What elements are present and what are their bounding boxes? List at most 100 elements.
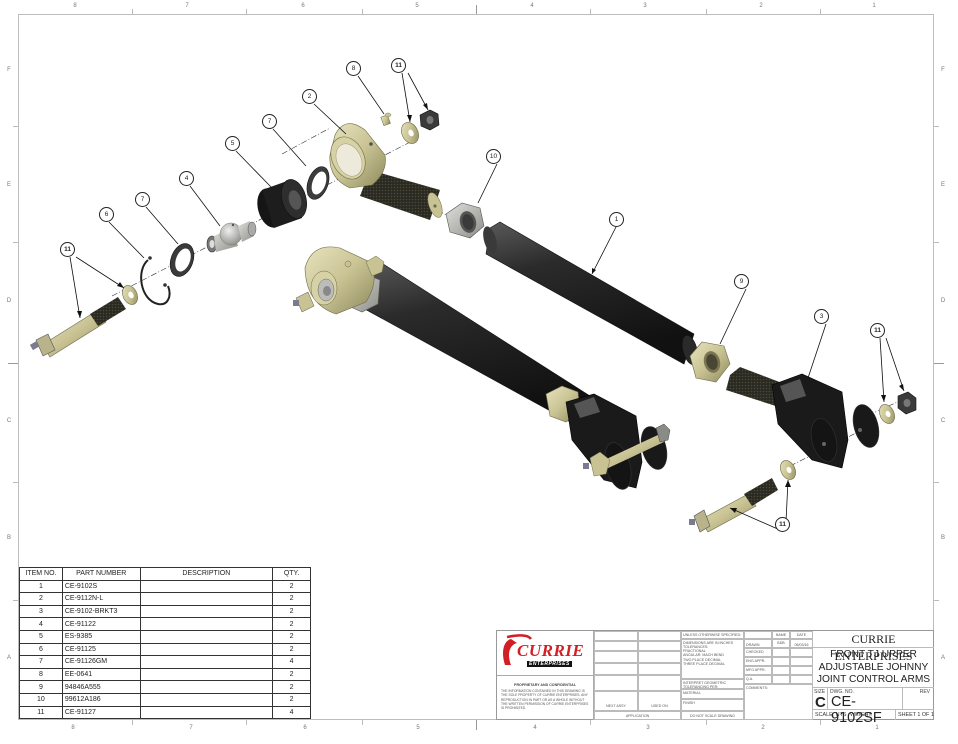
callout-bubble: 1	[609, 212, 624, 227]
size-field: SIZE C	[813, 688, 828, 711]
assembled-control-arm	[293, 246, 671, 490]
mfg-appr-label: MFG APPR.	[744, 666, 772, 675]
weight-label: WEIGHT:	[850, 712, 873, 718]
callout-bubble: 3	[814, 309, 829, 324]
zone-label-right: B	[940, 535, 945, 541]
date-header: DATE	[790, 631, 813, 639]
drawing-title: FRONT TJ UPPER ADJUSTABLE JOHNNY JOINT C…	[813, 648, 934, 688]
item-no: 6	[19, 642, 63, 657]
callout-bubble: 11	[391, 58, 406, 73]
qty: 2	[272, 680, 311, 694]
zone-label-right: C	[940, 418, 946, 424]
item-no: 2	[19, 592, 63, 606]
item-no: 5	[19, 629, 63, 644]
zone-label-left: A	[6, 655, 11, 661]
washer-left	[122, 285, 138, 305]
used-on-label: USED ON	[638, 691, 681, 711]
interpret-geometric-label: INTERPRET GEOMETRIC TOLERANCING PER:	[681, 679, 744, 689]
item-no: 8	[19, 667, 63, 682]
qty: 2	[272, 629, 311, 644]
callout-bubble: 7	[262, 114, 277, 129]
zone-label-right: F	[941, 67, 945, 73]
qty: 2	[272, 642, 311, 657]
scale-weight-sheet-row: SCALE: NTS WEIGHT: SHEET 1 OF 1	[813, 710, 934, 720]
description	[139, 705, 274, 720]
callout-bubble: 9	[734, 274, 749, 289]
ball-joint	[206, 221, 257, 253]
zone-label-bottom: 1	[875, 725, 879, 731]
qty: 2	[272, 592, 311, 606]
qa-label: Q.A.	[744, 675, 772, 684]
zone-label-right: A	[940, 655, 945, 661]
tolerances-block: DIMENSIONS ARE IN INCHES TOLERANCES: FRA…	[681, 639, 744, 679]
zone-label-bottom: 7	[189, 725, 193, 731]
callout-bubble: 2	[302, 89, 317, 104]
application-label: APPLICATION	[594, 711, 681, 720]
drawn-label: DRAWN	[744, 639, 772, 648]
item-no: 11	[19, 705, 63, 720]
description	[139, 667, 274, 682]
qty: 2	[272, 579, 311, 594]
part-number: ES-9385	[61, 629, 141, 644]
sheet-label: SHEET 1 OF 1	[895, 710, 934, 720]
zone-label-top: 3	[643, 3, 647, 9]
zone-label-top: 6	[301, 3, 305, 9]
zone-label-left: F	[7, 67, 11, 73]
item-no: 1	[19, 579, 63, 594]
zone-label-bottom: 5	[416, 725, 420, 731]
bom-header-row: ITEM NO. PART NUMBER DESCRIPTION QTY.	[19, 567, 311, 581]
callout-bubble: 11	[775, 517, 790, 532]
company-name: CURRIE ENTERPRISES	[813, 631, 934, 663]
part-number: CE-9102S	[61, 579, 141, 594]
part-number: CE-91122	[61, 617, 141, 631]
drawn-by: BDB	[772, 639, 790, 648]
callout-bubble: 8	[346, 61, 361, 76]
jam-nut-10	[445, 202, 485, 239]
part-number: EE-0641	[61, 667, 141, 682]
clevis-bracket-exploded	[726, 367, 880, 469]
item-no: 7	[19, 655, 63, 669]
header-qty: QTY.	[272, 567, 311, 581]
material-label: MATERIAL	[681, 689, 744, 699]
callout-bubble: 11	[870, 323, 885, 338]
qty: 2	[272, 692, 311, 707]
description	[139, 642, 274, 657]
zone-label-bottom: 2	[761, 725, 765, 731]
part-number: CE-91126GM	[61, 655, 141, 669]
rod-end-exploded	[329, 123, 443, 220]
part-number: CE-91127	[61, 705, 141, 720]
description	[139, 579, 274, 594]
zone-label-bottom: 6	[303, 725, 307, 731]
description	[139, 680, 274, 694]
finish-label: FINISH	[681, 699, 744, 711]
drawing-border	[18, 14, 934, 720]
header-item-no: ITEM NO.	[19, 567, 63, 581]
description	[139, 655, 274, 669]
logo-subtext: ENTERPRISES	[527, 661, 572, 667]
bolt-left	[29, 297, 126, 358]
zone-label-left: E	[6, 182, 11, 188]
grease-fitting	[380, 112, 392, 127]
part-number: CE-91125	[61, 642, 141, 657]
item-no: 10	[19, 692, 63, 707]
unless-specified-label: UNLESS OTHERWISE SPECIFIED:	[681, 631, 744, 639]
title-block: CURRIE ENTERPRISES PROPRIETARY AND CONFI…	[496, 630, 934, 726]
zone-label-right: E	[940, 182, 945, 188]
description	[139, 592, 274, 606]
part-number: CE-9102-BRKT3	[61, 604, 141, 619]
callout-bubble: 6	[99, 207, 114, 222]
callout-bubble: 5	[225, 136, 240, 151]
zone-label-left: C	[6, 418, 12, 424]
jam-nut-9	[689, 341, 731, 383]
zone-label-top: 4	[530, 3, 534, 9]
